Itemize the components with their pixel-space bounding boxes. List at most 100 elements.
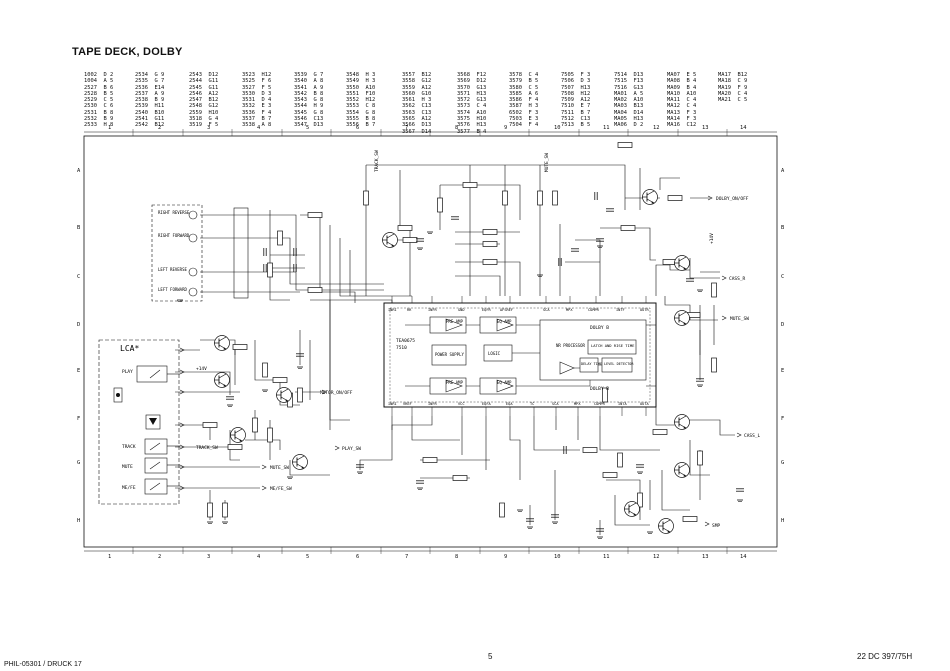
index-entry: 2528 B 5 xyxy=(84,90,114,97)
index-entry: 3560 G10 xyxy=(402,90,432,97)
switch-track: TRACK xyxy=(122,444,136,450)
index-entry: 3543 G 8 xyxy=(294,97,324,104)
ic-pin-label: MPX xyxy=(574,402,581,406)
row-letter: D xyxy=(77,322,81,328)
index-entry: MA14 F 3 xyxy=(667,116,697,123)
row-letter: C xyxy=(77,274,81,280)
column-number: 4 xyxy=(257,554,261,560)
index-entry: 7503 E 3 xyxy=(509,116,539,123)
frame xyxy=(83,135,778,548)
index-entry: 7512 C13 xyxy=(561,116,591,123)
ic-pin-label: TC xyxy=(530,402,534,406)
column-number: 2 xyxy=(158,554,162,560)
index-entry: 7504 F 4 xyxy=(509,122,539,129)
index-entry: 3537 B 7 xyxy=(242,116,272,123)
index-entry: 3575 H10 xyxy=(457,116,487,123)
page-title: TAPE DECK, DOLBY xyxy=(72,46,183,58)
index-entry: 1004 A 5 xyxy=(84,78,114,85)
ic-pin-label: AFSREF xyxy=(500,308,513,312)
row-letter: C xyxy=(781,274,785,280)
row-letter: E xyxy=(781,368,785,374)
ic-pin-label: RR xyxy=(407,308,412,312)
index-entry: MA08 B 4 xyxy=(667,78,697,85)
signal-cass-r: CASS_R xyxy=(729,276,746,282)
index-entry: 3525 F 6 xyxy=(242,78,272,85)
index-entry: 7513 B 5 xyxy=(561,122,591,129)
input-right-forward: RIGHT FORWARD xyxy=(158,233,190,238)
index-entry: 7509 A12 xyxy=(561,97,591,104)
index-entry: 2546 A12 xyxy=(189,90,219,97)
index-entry: 3554 G 8 xyxy=(346,109,376,116)
index-entry: 7510 E 7 xyxy=(561,103,591,110)
index-entry: 2538 B 9 xyxy=(135,97,165,104)
index-entry: 3566 D13 xyxy=(402,122,432,129)
index-entry: 7506 D 3 xyxy=(561,78,591,85)
index-entry: 3586 F 4 xyxy=(509,97,539,104)
index-entry: 2559 H10 xyxy=(189,109,219,116)
dolby-b-bottom-label: DOLBY B xyxy=(590,386,609,392)
index-entry: 3547 D13 xyxy=(294,122,324,129)
index-entry: 2530 C 6 xyxy=(84,103,114,110)
row-letter: A xyxy=(781,168,785,174)
index-entry: 3519 F 5 xyxy=(189,122,219,129)
index-entry: 2542 B12 xyxy=(135,122,165,129)
index-entry: 3574 A10 xyxy=(457,109,487,116)
row-letter: A xyxy=(77,168,81,174)
index-entry: MA16 C12 xyxy=(667,122,697,129)
capacitors xyxy=(225,208,745,532)
ic-pin-label: GND xyxy=(458,308,465,312)
input-left-forward: LEFT FORWARD xyxy=(158,287,187,292)
eq-amp-label-top: EQ AMP xyxy=(497,319,512,324)
input-right-reverse: RIGHT REVERSE xyxy=(158,210,190,215)
ic-pin-label: EQA xyxy=(506,402,513,406)
signal-mute-sw: MUTE_SW xyxy=(730,316,749,322)
index-entry: 3550 A10 xyxy=(346,84,376,91)
index-entry: 3545 G 8 xyxy=(294,109,324,116)
footer-right: 22 DC 397/75H xyxy=(857,652,913,661)
index-entry: MA21 C 5 xyxy=(718,97,748,104)
column-number: 12 xyxy=(653,125,660,131)
signal-cass-l: CASS_L xyxy=(744,433,761,439)
index-entry: 3567 D14 xyxy=(402,128,432,135)
index-entry: MA01 A 5 xyxy=(614,90,644,97)
ic-pin-label: INFR xyxy=(428,308,437,312)
row-letter: H xyxy=(781,518,785,524)
index-entry: 7511 B 7 xyxy=(561,109,591,116)
switch-mute: MUTE xyxy=(122,464,133,470)
index-entry: 7514 D13 xyxy=(614,72,644,78)
index-entry: MA07 E 5 xyxy=(667,72,697,78)
footer-page-number: 5 xyxy=(488,652,493,661)
index-entry: 3557 B12 xyxy=(402,72,432,78)
ic-pin-label: EQFR xyxy=(482,308,491,312)
index-entry: 3558 G12 xyxy=(402,78,432,85)
column-number: 1 xyxy=(108,125,112,131)
column-number: 1 xyxy=(108,554,112,560)
column-number: 11 xyxy=(603,554,610,560)
index-entry: 2527 B 6 xyxy=(84,84,114,91)
column-number: 14 xyxy=(740,125,747,131)
ic-pin-label: SCA xyxy=(543,308,550,312)
index-entry: MA13 F 3 xyxy=(667,109,697,116)
column-number: 3 xyxy=(207,125,211,131)
index-entry: 2537 A 9 xyxy=(135,90,165,97)
ic-pin-label: SCA xyxy=(552,402,559,406)
index-entry: 3542 B 8 xyxy=(294,90,324,97)
index-entry: 3536 F 4 xyxy=(242,109,272,116)
index-entry: 3556 B 7 xyxy=(346,122,376,129)
signal-mute-sw-top: MUTE_SW xyxy=(544,153,550,172)
signal-smp: SMP xyxy=(712,523,720,529)
index-entry: 3561 H 3 xyxy=(402,97,432,104)
signal-motor: MOTOR_ON/OFF xyxy=(320,390,353,396)
index-entry: 7505 F 3 xyxy=(561,72,591,78)
index-entry: 3532 E 3 xyxy=(242,103,272,110)
signal-mefe-sw: ME/FE_SW xyxy=(270,486,292,492)
index-entry: 2531 B 8 xyxy=(84,109,114,116)
index-entry: 3551 F10 xyxy=(346,90,376,97)
index-entry: 3573 C 4 xyxy=(457,103,487,110)
